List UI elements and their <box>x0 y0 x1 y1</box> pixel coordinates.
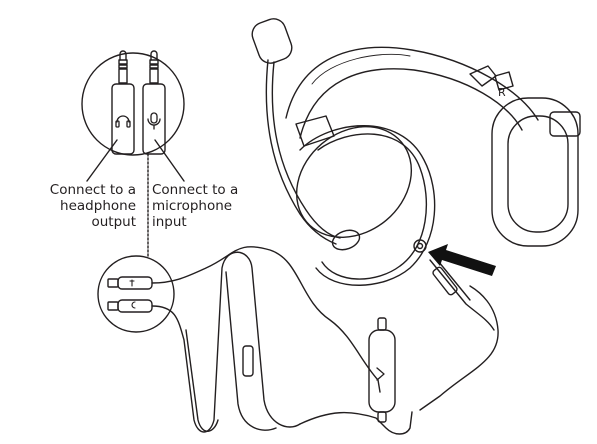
connection-arrow <box>428 244 496 276</box>
splitter-detail-circle <box>98 256 174 332</box>
headset <box>249 15 580 285</box>
headphone-label-line3: output <box>6 214 136 230</box>
headphone-label-line2: headphone <box>6 198 136 214</box>
microphone-label-line2: microphone <box>152 198 238 214</box>
headphone-label-line1: Connect to a <box>6 182 136 198</box>
plug-detail-circle <box>82 51 184 155</box>
microphone-label-line3: input <box>152 214 238 230</box>
right-ear-cup <box>492 98 580 246</box>
microphone-input-label: Connect to a microphone input <box>152 182 238 230</box>
microphone-label-line1: Connect to a <box>152 182 238 198</box>
microphone-boom <box>249 15 362 253</box>
microphone-plug <box>143 51 165 154</box>
headphone-output-label: Connect to a headphone output <box>6 182 136 230</box>
headset-cable <box>152 247 498 434</box>
microphone-icon <box>148 113 160 129</box>
headphone-plug <box>112 51 134 154</box>
headphone-icon <box>116 116 130 127</box>
left-ear-cup <box>274 104 434 285</box>
side-marker: R <box>498 86 506 99</box>
